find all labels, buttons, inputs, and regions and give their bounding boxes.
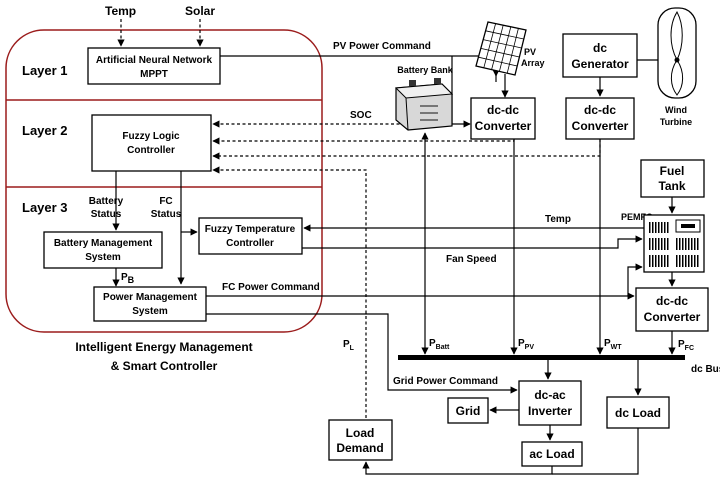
- dc-bus-bar: [398, 355, 685, 360]
- battery-status-line1: Battery: [89, 196, 124, 207]
- pv-feedback-line: [212, 137, 515, 145]
- dc-generator-label-line1: dc: [593, 41, 607, 55]
- bms-label-line2: System: [85, 252, 121, 263]
- wind-turbine-label-line2: Turbine: [660, 117, 692, 127]
- ac-load-label: ac Load: [529, 447, 574, 461]
- solar-input-label: Solar: [185, 4, 215, 18]
- load-demand-feedback-line: [212, 166, 367, 418]
- pv-array-icon: [475, 21, 527, 82]
- dcdc-wind-label-line2: Converter: [572, 119, 629, 133]
- ann-mppt-label-line1: Artificial Neural Network: [96, 55, 213, 66]
- wind-turbine-label-line1: Wind: [665, 105, 687, 115]
- fuel-tank-block: [640, 159, 705, 198]
- dcac-label-line1: dc-ac: [534, 388, 566, 402]
- pms-label-line1: Power Management: [103, 292, 198, 303]
- load-demand-label-line1: Load: [346, 426, 375, 440]
- ftc-label-line1: Fuzzy Temperature: [205, 224, 296, 235]
- pb-label: PB: [121, 272, 135, 285]
- controller-title-line2: & Smart Controller: [111, 359, 218, 373]
- load-demand-block: [328, 419, 393, 461]
- dc-bus-label: dc Bus: [691, 364, 720, 375]
- dcdc-pv-label-line2: Converter: [475, 119, 532, 133]
- layer-1-label: Layer 1: [22, 63, 68, 78]
- layer-2-label: Layer 2: [22, 123, 68, 138]
- ann-mppt-label-line2: MPPT: [140, 69, 168, 80]
- acload-to-demand-line: [362, 461, 553, 475]
- fuzzy-temperature-controller-block: [198, 217, 303, 255]
- grid-block: [447, 397, 489, 424]
- grid-power-command-label: Grid Power Command: [393, 376, 498, 387]
- wind-turbine-icon: [657, 7, 697, 99]
- layer-3-label: Layer 3: [22, 200, 68, 215]
- pemfc-label: PEMFC: [621, 212, 653, 222]
- p-pv-label: PPV: [518, 338, 534, 351]
- fuel-tank-label-line1: Fuel: [660, 164, 685, 178]
- dcdc-fc-label-line1: dc-dc: [656, 294, 688, 308]
- battery-bank-icon: [394, 78, 454, 131]
- fc-status-line2: Status: [151, 209, 182, 220]
- pv-array-label-line2: Array: [521, 58, 545, 68]
- dcac-label-line2: Inverter: [528, 404, 572, 418]
- pv-power-command-label: PV Power Command: [333, 41, 431, 52]
- fc-power-command-line: [206, 263, 643, 297]
- fan-speed-label: Fan Speed: [446, 254, 497, 265]
- p-wt-label: PWT: [604, 338, 622, 351]
- pv-power-command-line: [220, 55, 500, 77]
- dcdc-fc-label-line2: Converter: [644, 310, 701, 324]
- fuel-tank-label-line2: Tank: [658, 179, 685, 193]
- pv-command-to-dcdc-line: [451, 56, 471, 128]
- fan-speed-line: [302, 235, 643, 249]
- p-batt-label: PBatt: [429, 338, 450, 351]
- p-l-label: PL: [343, 339, 355, 352]
- controller-title-line1: Intelligent Energy Management: [75, 340, 252, 354]
- dc-generator-block: [562, 33, 638, 78]
- pms-label-line2: System: [132, 306, 168, 317]
- battery-management-system-block: [43, 231, 163, 269]
- dcdc-pv-label-line1: dc-dc: [487, 103, 519, 117]
- battery-bank-label: Battery Bank: [397, 65, 454, 75]
- grid-label: Grid: [456, 404, 481, 418]
- dcdc-converter-fc-block: [635, 287, 709, 332]
- pv-array-label-line1: PV: [524, 47, 536, 57]
- ann-mppt-block: [87, 47, 221, 85]
- temp-input-label: Temp: [105, 4, 136, 18]
- temp-feedback-label: Temp: [545, 214, 571, 225]
- soc-label: SOC: [350, 110, 372, 121]
- flc-label-line1: Fuzzy Logic: [122, 131, 180, 142]
- ftc-label-line2: Controller: [226, 238, 274, 249]
- fc-status-line1: FC: [159, 196, 172, 207]
- dcdc-converter-pv-block: [470, 97, 536, 140]
- dcload-to-demand-line: [552, 428, 639, 475]
- load-demand-label-line2: Demand: [336, 441, 383, 455]
- power-management-system-block: [93, 286, 207, 322]
- battery-status-line2: Status: [91, 209, 122, 220]
- flc-label-line2: Controller: [127, 145, 175, 156]
- ac-load-block: [521, 441, 583, 467]
- controller-frame: [5, 29, 323, 333]
- p-fc-label: PFC: [678, 339, 694, 352]
- dcdc-wind-label-line1: dc-dc: [584, 103, 616, 117]
- pemfc-icon: [643, 214, 705, 273]
- bms-label-line1: Battery Management: [54, 238, 153, 249]
- dc-load-label: dc Load: [615, 406, 661, 420]
- grid-power-command-line: [206, 313, 518, 394]
- dc-generator-label-line2: Generator: [571, 57, 629, 71]
- fuzzy-logic-controller-block: [91, 114, 212, 172]
- fc-power-command-label: FC Power Command: [222, 282, 320, 293]
